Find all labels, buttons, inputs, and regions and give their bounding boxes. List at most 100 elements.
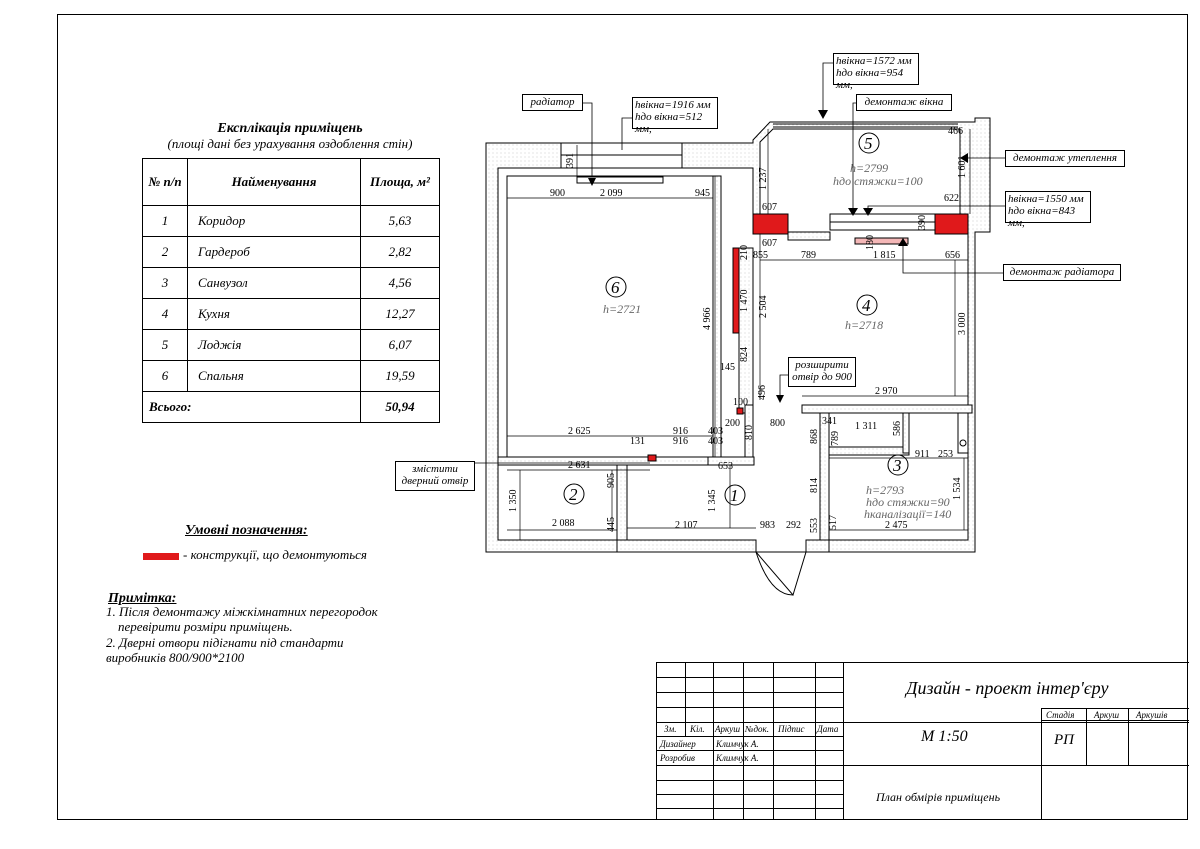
room-3-number: 3 xyxy=(892,456,902,475)
row-number: 4 xyxy=(142,298,188,330)
dimension-label: 983 xyxy=(760,520,775,531)
dimension-label: 496 xyxy=(757,385,768,400)
dimension-label: 2 631 xyxy=(568,460,591,471)
row-name: Санвузол xyxy=(187,267,361,299)
demolish-wall-right xyxy=(934,213,969,235)
note-line: перевірити розміри приміщень. xyxy=(118,619,293,634)
dimension-label: 916 xyxy=(673,426,688,437)
dimension-label: 1 601 xyxy=(957,156,968,179)
dimension-label: 200 xyxy=(725,418,740,429)
dimension-label: 810 xyxy=(744,425,755,440)
dimension-label: 1 311 xyxy=(855,421,877,432)
dimension-label: 517 xyxy=(828,515,839,530)
dimension-label: 292 xyxy=(786,520,801,531)
dimension-label: 607 xyxy=(762,238,777,249)
dimension-label: 789 xyxy=(801,250,816,261)
room-2-number: 2 xyxy=(569,485,578,504)
window-height-label: hвікна=1550 мм xyxy=(1008,193,1084,205)
dimension-label: 3 000 xyxy=(957,313,968,336)
dimension-label: 1 470 xyxy=(739,290,750,313)
leader-arrows xyxy=(588,110,968,403)
dimension-label: 868 xyxy=(809,429,820,444)
room-4-height: h=2718 xyxy=(845,318,883,332)
row-area: 2,82 xyxy=(360,236,440,268)
demolish-wall-left xyxy=(752,213,789,235)
move-door-callout: змістити дверний отвір xyxy=(395,461,475,491)
total-value: 50,94 xyxy=(360,391,440,423)
dimension-label: 253 xyxy=(938,449,953,460)
window-top-callout: hвікна=1572 мм hдо вікна=954 мм, xyxy=(833,53,919,91)
col-date: Дата xyxy=(817,724,839,734)
dimension-label: 2 970 xyxy=(875,386,898,397)
dimension-label: 911 xyxy=(915,449,930,460)
widen-opening-line-1: розширити xyxy=(795,359,849,371)
radiator-kitchen xyxy=(854,237,909,245)
room-5-height: h=2799 xyxy=(850,161,888,175)
room-6-number: 6 xyxy=(611,278,620,297)
demolish-radiator-callout: демонтаж радіатора xyxy=(1003,264,1121,281)
scale-label: М 1:50 xyxy=(921,728,968,745)
col-change: Зм. xyxy=(664,724,677,734)
outer-walls xyxy=(485,117,991,553)
dimension-label: 390 xyxy=(917,215,928,230)
widen-opening-callout: розширити отвір до 900 xyxy=(788,357,856,387)
note-line: 2. Дверні отвори підігнати під стандарти xyxy=(106,635,344,650)
dimension-label: 789 xyxy=(830,431,841,446)
dimension-label: 2 625 xyxy=(568,426,591,437)
dimension-label: 2 088 xyxy=(552,518,575,529)
explication-subtitle: (площі дані без урахування оздоблення ст… xyxy=(167,136,413,151)
dimension-label: 131 xyxy=(630,436,645,447)
legend-title: Умовні позначення: xyxy=(185,523,308,538)
window-sill-label: hдо вікна=954 мм, xyxy=(836,67,904,91)
bedroom-outline xyxy=(506,175,714,458)
row-number: 2 xyxy=(142,236,188,268)
room-4-number: 4 xyxy=(862,296,871,315)
dimension-label: 1 815 xyxy=(873,250,896,261)
dimension-label: 553 xyxy=(809,518,820,533)
radiator-callout: радіатор xyxy=(522,94,583,111)
dimension-lines xyxy=(507,129,971,540)
drawing-sheet-frame xyxy=(57,14,1188,820)
col-sheet: Аркуш xyxy=(715,724,740,734)
dimension-label: 4 966 xyxy=(702,308,713,331)
table-total-row: Всього: 50,94 xyxy=(142,391,440,423)
room-3-screed: hдо стяжки=90 xyxy=(866,495,950,509)
sheets-label: Аркушів xyxy=(1136,710,1168,720)
note-line: 1. Після демонтажу міжкімнатних перегоро… xyxy=(106,604,378,619)
dimension-label: 2 107 xyxy=(675,520,698,531)
dimension-label: 905 xyxy=(606,473,617,488)
dimension-label: 403 xyxy=(708,426,723,437)
dimension-label: 916 xyxy=(673,436,688,447)
demolish-door-opening xyxy=(647,454,657,462)
row-area: 4,56 xyxy=(360,267,440,299)
row-area: 19,59 xyxy=(360,360,440,392)
project-title: Дизайн - проект інтер'єру xyxy=(906,678,1109,698)
room-3-height: h=2793 xyxy=(866,483,904,497)
bathroom-top-wall xyxy=(801,404,973,414)
room-labels: 1 2 3 h=2793 hдо стяжки=90 hканалізації=… xyxy=(563,132,951,521)
dimension-label: 945 xyxy=(695,188,710,199)
window-left-callout: hвікна=1916 мм hдо вікна=512 мм, xyxy=(632,97,718,135)
row-number: 6 xyxy=(142,360,188,392)
table-header-row: № п/п Найменування Площа, м² xyxy=(142,158,440,206)
demolish-swatch xyxy=(143,553,179,560)
dimension-label: 1 534 xyxy=(952,478,963,501)
designer-name: Климчук А. xyxy=(716,739,759,749)
dimension-label: 466 xyxy=(948,126,963,137)
dimension-label: 656 xyxy=(945,250,960,261)
dimension-label: 900 xyxy=(550,188,565,199)
room-6-height: h=2721 xyxy=(603,302,641,316)
dimension-label: 653 xyxy=(718,461,733,472)
role-designer: Дизайнер xyxy=(660,739,696,749)
dimension-label: 855 xyxy=(753,250,768,261)
stage-label: Стадія xyxy=(1046,710,1075,720)
widen-opening-line-2: отвір до 900 xyxy=(792,371,852,383)
dimension-label: 622 xyxy=(944,193,959,204)
dimension-label: 145 xyxy=(720,362,735,373)
window-height-label: hвікна=1572 мм xyxy=(836,55,912,67)
dimension-label: 800 xyxy=(770,418,785,429)
partition-wall xyxy=(712,175,722,458)
